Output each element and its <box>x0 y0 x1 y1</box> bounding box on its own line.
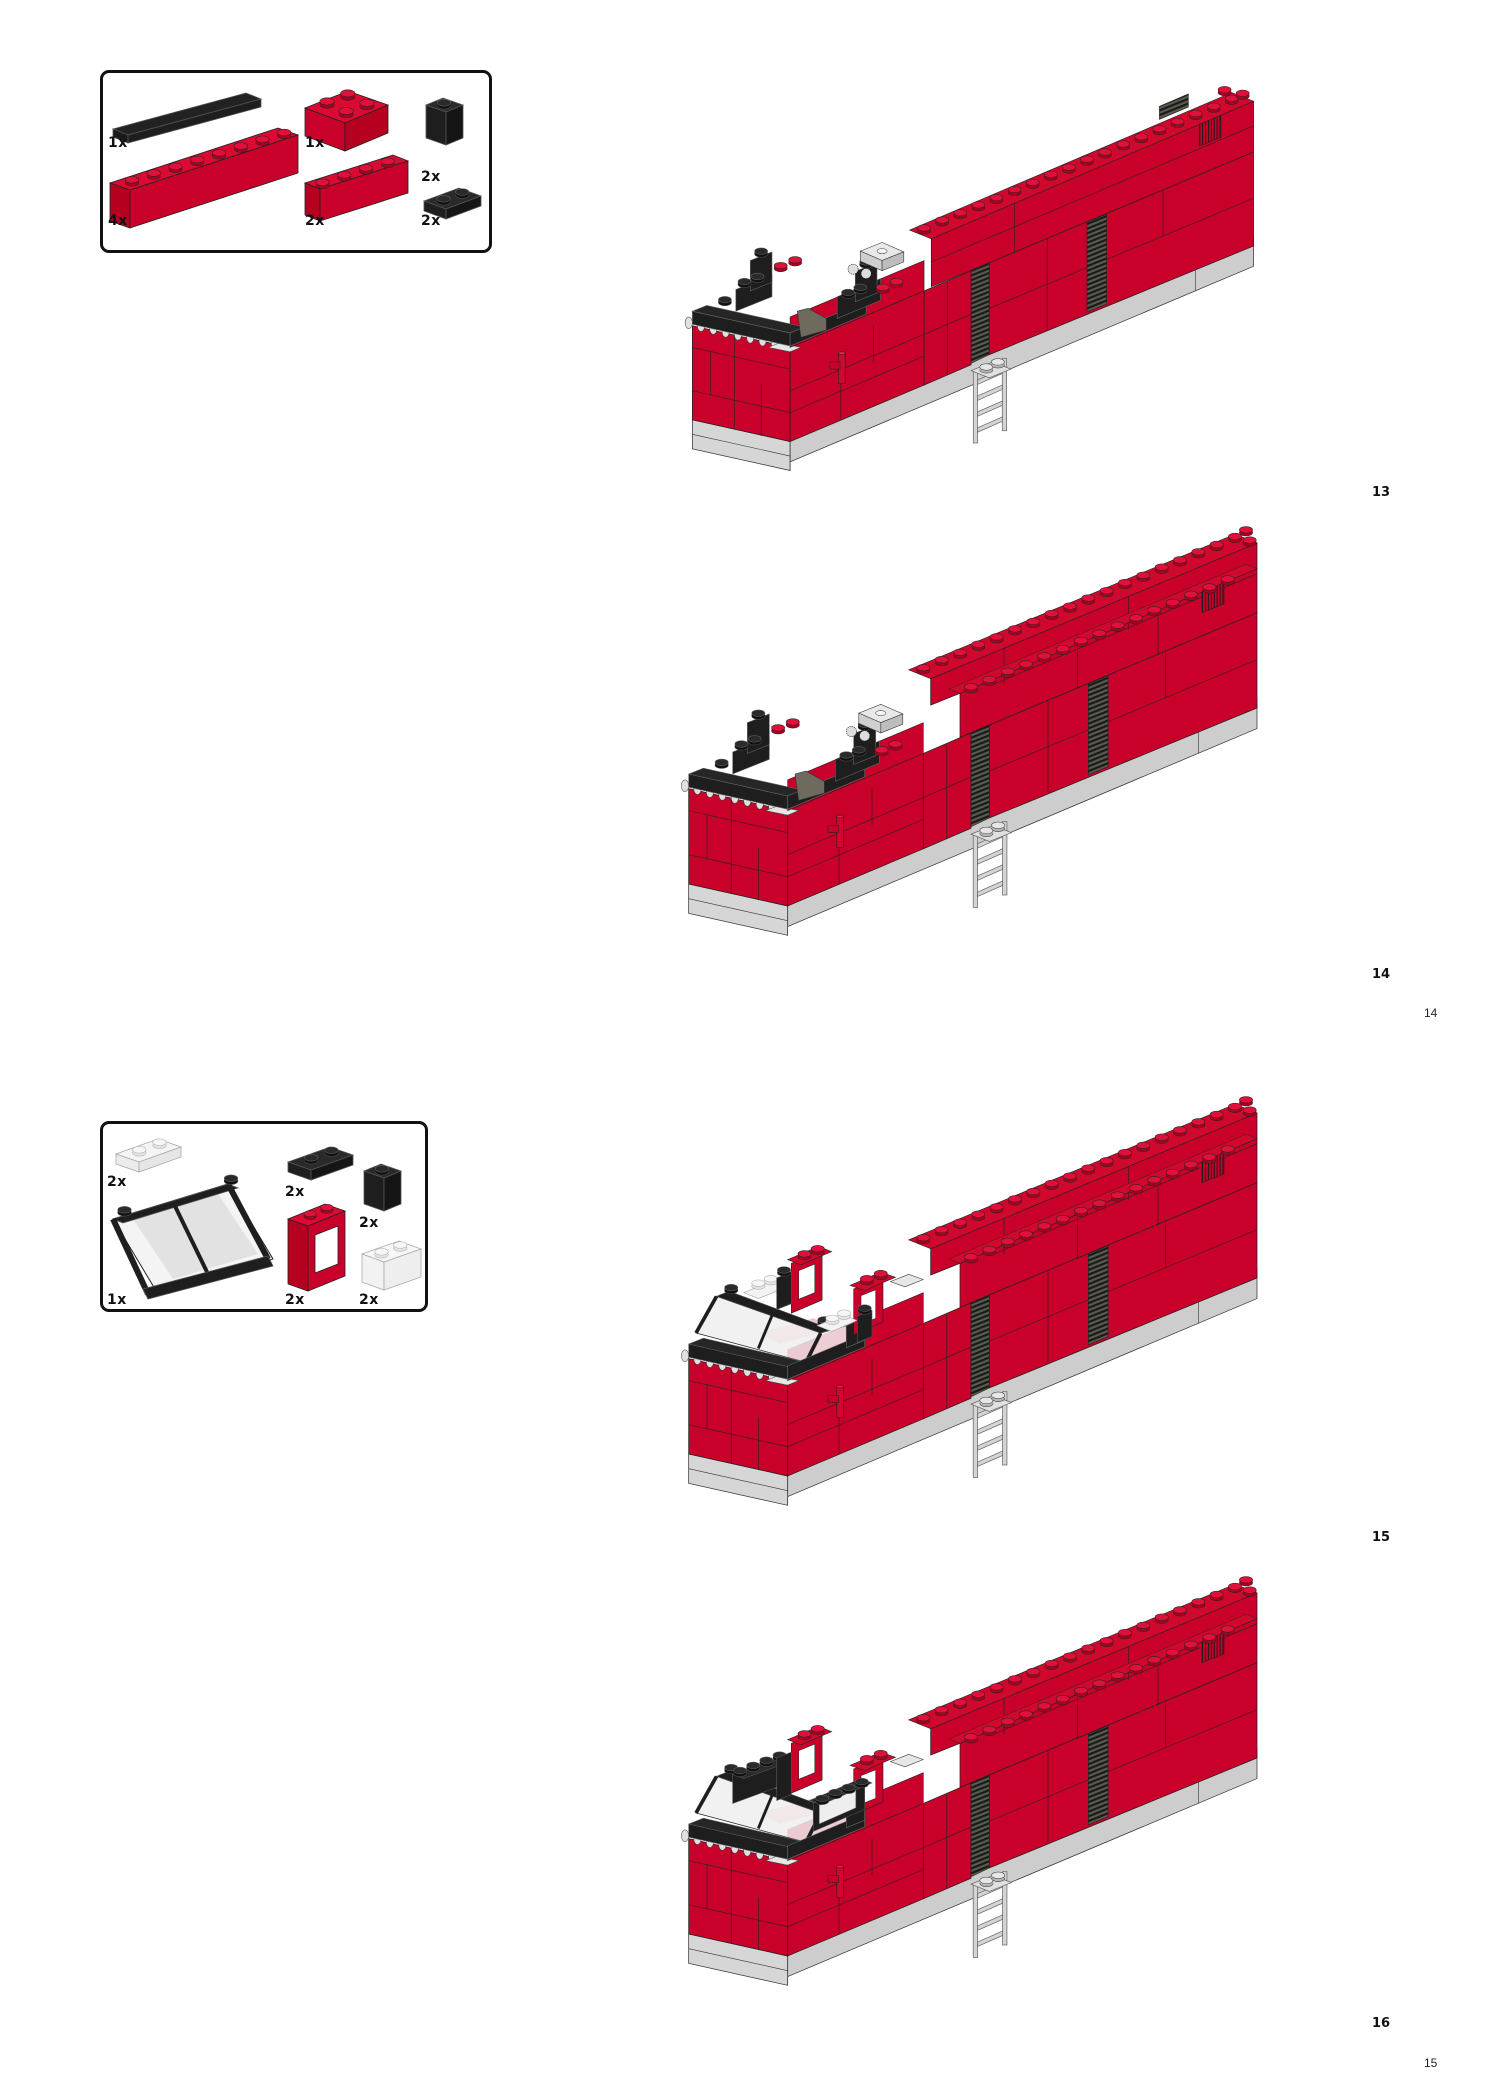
step-16-model-illustration <box>582 1560 1382 2000</box>
qty-label: 2x <box>285 1292 305 1308</box>
qty-label: 1x <box>305 135 325 151</box>
parts-list-step-13: 1x 4x 1x <box>100 70 492 253</box>
step-number-13: 13 <box>1372 485 1391 500</box>
red-brick-2x2-icon <box>303 89 390 152</box>
qty-label: 2x <box>359 1292 379 1308</box>
qty-label: 2x <box>305 213 325 229</box>
step-13-model-illustration <box>582 65 1382 485</box>
qty-label: 2x <box>421 169 441 185</box>
qty-label: 4x <box>108 213 128 229</box>
qty-label: 2x <box>107 1174 127 1190</box>
step-15-model-illustration <box>582 1080 1382 1520</box>
step-number-14: 14 <box>1372 967 1391 982</box>
step-number-15: 15 <box>1372 1530 1391 1545</box>
parts-list-step-15: 2x 1x 2x 2x 2x 2x <box>100 1121 428 1312</box>
page-number: 14 <box>1424 1006 1438 1020</box>
black-plate-1x2-icon <box>422 187 483 220</box>
red-brick-1x8-icon <box>108 127 300 229</box>
black-brick-1x1-icon <box>424 97 465 146</box>
qty-label: 2x <box>285 1184 305 1200</box>
qty-label: 1x <box>107 1292 127 1308</box>
qty-label: 2x <box>421 213 441 229</box>
black-plate-1x2-icon <box>286 1146 355 1181</box>
qty-label: 2x <box>359 1215 379 1231</box>
page-number: 15 <box>1424 2056 1438 2070</box>
red-brick-1x4-icon <box>303 154 410 222</box>
trans-clear-brick-1x2-icon <box>360 1240 423 1291</box>
black-windscreen-icon <box>110 1174 274 1300</box>
step-14-model-illustration <box>582 510 1382 950</box>
trans-clear-plate-1x2-icon <box>114 1138 183 1173</box>
black-brick-1x1-icon <box>362 1163 403 1212</box>
step-number-16: 16 <box>1372 2016 1391 2031</box>
black-plate-1x8-icon <box>111 92 263 144</box>
qty-label: 1x <box>108 135 128 151</box>
red-window-frame-icon <box>286 1203 347 1292</box>
